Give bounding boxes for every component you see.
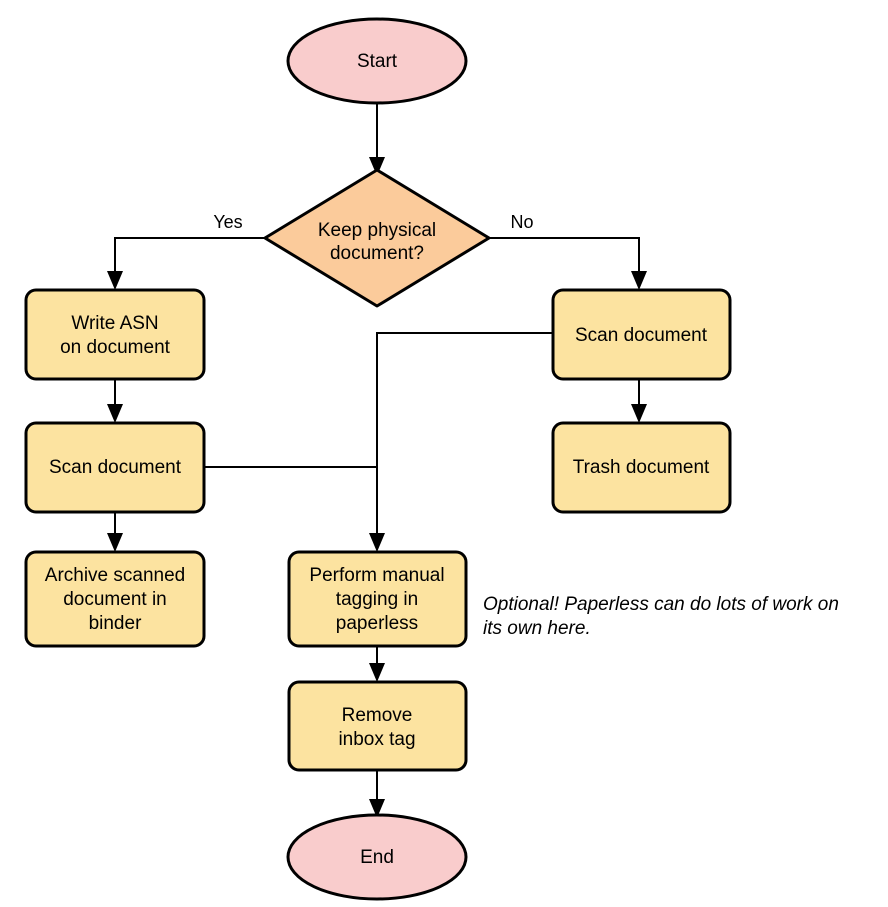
arrowhead-icon [369,663,385,682]
node-archive-label-line1: Archive scanned [45,565,185,586]
scan-right-rect-shape[interactable] [551,288,732,381]
arrowhead-icon [631,404,647,423]
node-start[interactable]: Start [286,17,468,105]
node-decision-keep-physical-document[interactable]: Keep physical document? [263,168,491,308]
node-scan-document-right[interactable]: Scan document [551,288,732,381]
end-ellipse-shape[interactable] [286,813,468,901]
arrowhead-icon [369,799,385,818]
edge-scan-left-to-manual-tagging [204,466,378,544]
arrowhead-icon [107,533,123,552]
node-decision-label-line1: Keep physical [318,220,436,241]
optional-note-line1: Optional! Paperless can do lots of work … [483,594,839,615]
manual-tagging-rect-shape[interactable] [287,550,468,648]
arrowhead-icon [369,533,385,552]
arrowhead-icon [107,404,123,423]
node-trash-label: Trash document [573,457,710,478]
node-decision-label-line2: document? [330,243,424,264]
node-remove-inbox-label-line1: Remove [342,705,413,726]
edge-decision-yes-to-write-asn [107,237,265,290]
node-manual-tagging-label-line3: paperless [336,613,418,634]
edge-manual-tagging-to-remove-inbox [369,646,385,682]
trash-rect-shape[interactable] [551,421,732,514]
remove-inbox-rect-shape[interactable] [287,680,468,772]
node-trash-document[interactable]: Trash document [551,421,732,514]
node-write-asn[interactable]: Write ASN on document [24,288,206,381]
node-start-label: Start [357,51,398,72]
node-scan-right-label: Scan document [575,325,708,346]
node-end-label: End [360,847,394,868]
edge-scan-right-to-trash [631,379,647,423]
edge-decision-no-to-scan-right [489,237,647,290]
node-archive-label-line3: binder [89,613,142,634]
edge-remove-inbox-to-end [369,770,385,818]
node-scan-left-label: Scan document [49,457,182,478]
edge-line [204,466,378,544]
node-archive-label-line2: document in [63,589,167,610]
edge-line [114,237,265,282]
edge-layer [107,103,647,818]
node-layer: Start Keep physical document? Write ASN … [24,17,732,901]
node-remove-inbox-tag[interactable]: Remove inbox tag [287,680,468,772]
scan-left-rect-shape[interactable] [24,421,206,514]
edge-scan-right-to-manual-tagging [369,332,553,552]
edge-label-no: No [510,212,533,232]
edge-write-asn-to-scan-left [107,379,123,423]
write-asn-rect-shape[interactable] [24,288,206,381]
node-manual-tagging[interactable]: Perform manual tagging in paperless [287,550,468,648]
node-archive-binder[interactable]: Archive scanned document in binder [24,550,206,648]
node-remove-inbox-label-line2: inbox tag [338,729,415,750]
optional-note-line2: its own here. [483,618,591,639]
annotation-layer: Optional! Paperless can do lots of work … [483,594,839,639]
arrowhead-icon [369,157,385,176]
node-manual-tagging-label-line1: Perform manual [309,565,444,586]
node-end[interactable]: End [286,813,468,901]
edge-scan-left-to-archive [107,512,123,552]
arrowhead-icon [107,271,123,290]
arrowhead-icon [631,271,647,290]
decision-diamond-shape[interactable] [263,168,491,308]
node-write-asn-label-line1: Write ASN [71,313,158,334]
edge-line [489,237,640,282]
archive-binder-rect-shape[interactable] [24,550,206,648]
node-write-asn-label-line2: on document [60,337,171,358]
edge-label-layer: Yes No [213,212,533,232]
edge-start-to-decision [369,103,385,176]
edge-line [376,332,553,544]
node-scan-document-left[interactable]: Scan document [24,421,206,514]
node-manual-tagging-label-line2: tagging in [336,589,418,610]
start-ellipse-shape[interactable] [286,17,468,105]
edge-label-yes: Yes [213,212,242,232]
